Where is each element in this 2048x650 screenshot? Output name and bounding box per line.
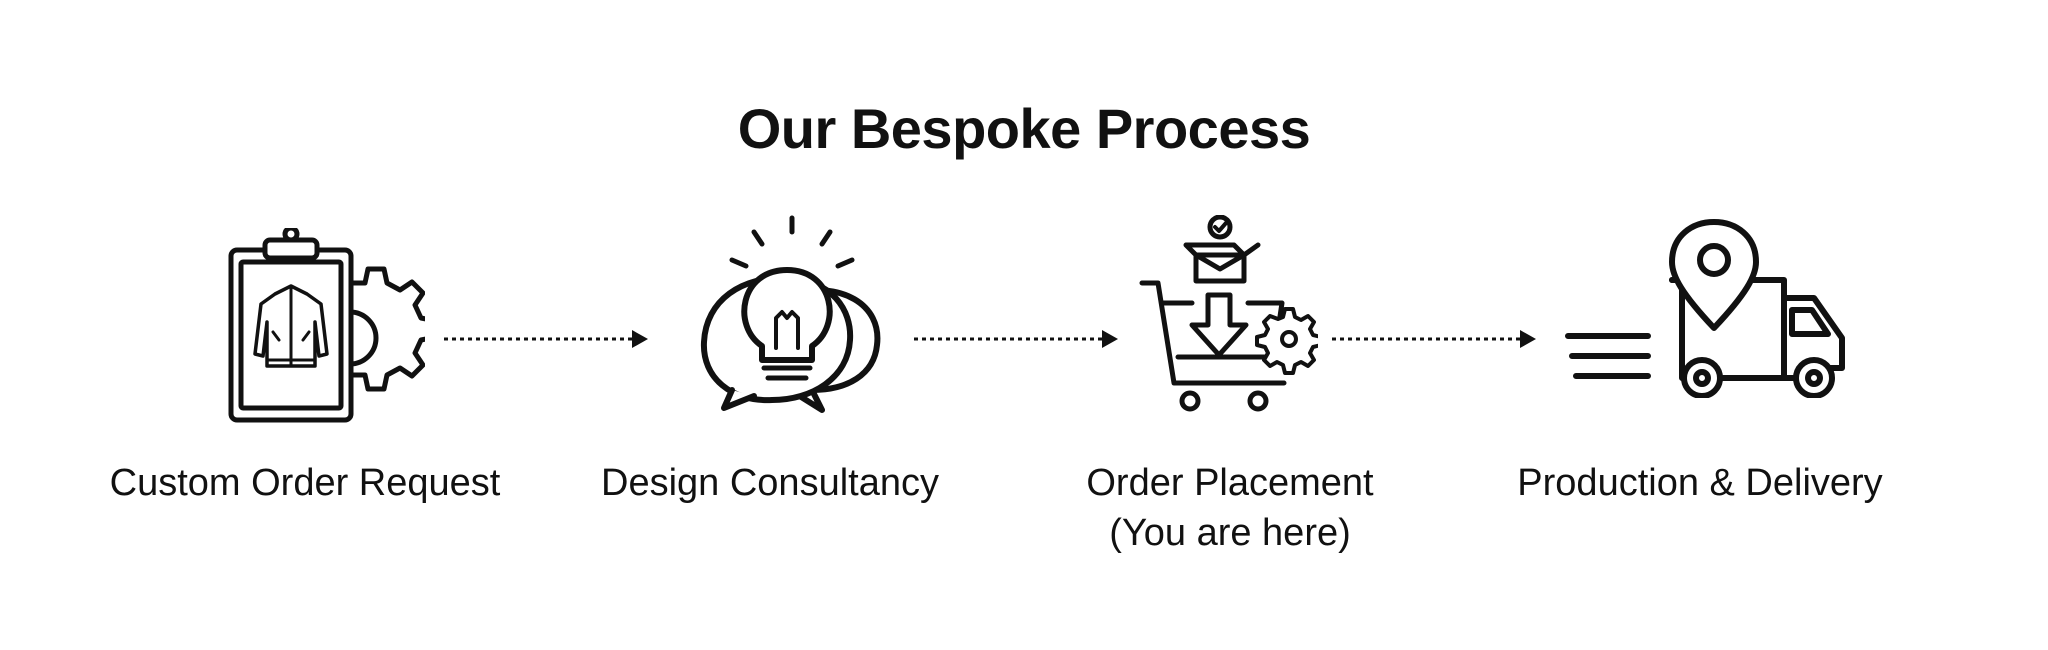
step-label-order-placement: Order Placement (You are here) [1010,458,1450,558]
diagram-title: Our Bespoke Process [737,97,1311,160]
cart-box-gear-icon [1138,215,1318,415]
step-label-design-consultancy: Design Consultancy [601,462,939,504]
step-label-order-placement-main: Order Placement [1086,462,1374,504]
clipboard-jacket-gear-icon [225,228,425,428]
flow-arrow-3 [1332,330,1536,348]
step-label-production-delivery: Production & Delivery [1517,462,1883,504]
step-label-custom-order-request: Custom Order Request [109,462,501,504]
delivery-truck-location-icon [1562,218,1862,398]
flow-arrow-1 [444,330,648,348]
step-label-you-are-here: (You are here) [1109,512,1351,554]
flow-arrow-2 [914,330,1118,348]
lightbulb-speech-bubbles-icon [692,210,892,420]
